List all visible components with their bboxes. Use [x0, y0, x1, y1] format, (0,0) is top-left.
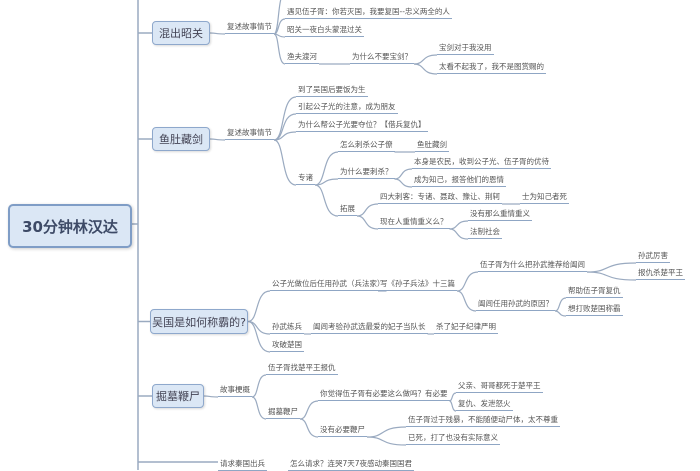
node[interactable]: 没有必要鞭尸: [318, 424, 367, 437]
connector: [273, 33, 286, 65]
node[interactable]: 太看不起我了，我不是图赏赐的: [437, 61, 546, 74]
branch-juemu-bianshi[interactable]: 掘墓鞭尸: [152, 384, 204, 408]
connector: [314, 184, 339, 217]
connector: [247, 290, 271, 323]
node[interactable]: 宝剑对于我没用: [437, 42, 494, 55]
connector: [554, 297, 567, 312]
node[interactable]: 伍子胥找楚平王报仇: [266, 362, 338, 375]
node[interactable]: 复述故事情节: [225, 127, 274, 140]
connector: [366, 426, 407, 438]
connector: [247, 320, 271, 335]
node[interactable]: 复述故事情节: [225, 21, 274, 34]
node[interactable]: 渔夫渡河: [285, 51, 319, 64]
node[interactable]: 鱼肚藏剑: [415, 139, 449, 152]
node[interactable]: 专诸: [296, 172, 315, 185]
node[interactable]: 报仇杀楚平王: [636, 267, 685, 280]
connector: [586, 262, 637, 273]
connector: [314, 178, 339, 186]
connector: [299, 400, 319, 420]
connector: [456, 290, 477, 312]
node[interactable]: 攻破楚国: [270, 339, 304, 352]
connector: [356, 203, 379, 217]
node[interactable]: 昭关一夜白头蒙混过关: [285, 24, 364, 37]
connector: [273, 18, 286, 35]
connector: [273, 96, 297, 141]
root-node[interactable]: 30分钟林汉达: [8, 204, 132, 248]
node[interactable]: 现在人重情重义么？: [378, 216, 450, 229]
connector: [273, 33, 286, 38]
connector: [251, 374, 267, 398]
connector: [314, 151, 339, 186]
connector: [273, 0, 282, 35]
node[interactable]: 法制社会: [468, 226, 502, 239]
connector: [356, 215, 379, 230]
connector: [413, 54, 438, 65]
connector: [366, 436, 407, 446]
node[interactable]: 为什么不要宝剑？: [350, 51, 414, 64]
node[interactable]: 阖闾考验孙武选最爱的妃子当队长: [311, 321, 428, 334]
node[interactable]: 怎么刺杀公子僚: [338, 139, 395, 152]
connector: [413, 63, 438, 75]
connector: [247, 320, 271, 353]
connector: [449, 220, 469, 230]
node[interactable]: 遇见伍子胥：你若灭国，我要复国--忠义两全的人: [285, 6, 452, 19]
node[interactable]: 拓展: [338, 203, 357, 216]
connector: [203, 395, 219, 398]
node[interactable]: 想打败楚国称霸: [566, 303, 623, 316]
connector: [273, 139, 297, 186]
branch-hunchu-zhaoguan[interactable]: 混出昭关: [152, 21, 210, 45]
connector: [273, 131, 297, 141]
branch-wuguo-chengba[interactable]: 吴国是如何称霸的?: [150, 309, 248, 334]
node[interactable]: 父亲、哥哥都死于楚平王: [456, 380, 543, 393]
connector: [251, 396, 267, 420]
connector: [299, 418, 319, 438]
node[interactable]: 为什么要刺杀？: [338, 166, 395, 179]
node[interactable]: 四大刺客：专诸、聂政、豫让、荆轲: [378, 191, 502, 204]
node[interactable]: 阖闾任用孙武的原因？: [476, 298, 555, 311]
node[interactable]: 孙武厉害: [636, 250, 670, 263]
node[interactable]: 你觉得伍子胥有必要这么做吗？有必要: [318, 388, 450, 401]
node[interactable]: 为什么帮公子光要夺位？【借兵复仇】: [296, 119, 428, 132]
node[interactable]: 伍子胥为什么把孙武推荐给阖闾: [478, 259, 587, 272]
node[interactable]: 成为知己，报答他们的恩情: [412, 174, 506, 187]
node[interactable]: 到了吴国后要饭为生: [296, 84, 368, 97]
node[interactable]: 杀了妃子纪律严明: [434, 321, 498, 334]
node[interactable]: 士为知己者死: [520, 191, 569, 204]
node[interactable]: 故事梗概: [218, 384, 252, 397]
branch-yudu-cangjian[interactable]: 鱼肚藏剑: [152, 127, 210, 151]
node[interactable]: 已死，打了也没有实际意义: [406, 432, 500, 445]
connector: [273, 113, 297, 141]
node[interactable]: 孙武练兵: [270, 321, 304, 334]
connector: [449, 228, 469, 240]
connector: [394, 168, 413, 180]
node[interactable]: 引起公子光的注意，成为朋友: [296, 101, 398, 114]
connector: [209, 138, 226, 141]
connector: [586, 271, 637, 281]
node[interactable]: 请求秦国出兵: [218, 458, 267, 471]
connector: [456, 271, 479, 292]
connector: [209, 32, 226, 35]
node[interactable]: 帮助伍子胥复仇: [566, 285, 623, 298]
node[interactable]: 本身是农民，收到公子光、伍子胥的优待: [412, 156, 551, 169]
node[interactable]: 没有那么重情重义: [468, 208, 532, 221]
connector: [394, 178, 413, 188]
node[interactable]: 写《孙子兵法》十三篇: [378, 278, 457, 291]
node[interactable]: 伍子胥过于残暴，不能随便动尸体，太不尊重: [406, 414, 560, 427]
node[interactable]: 掘墓鞭尸: [266, 406, 300, 419]
connector: [554, 310, 567, 317]
node[interactable]: 怎么请求？连哭7天7夜感动秦国国君: [288, 458, 415, 471]
node[interactable]: 公子光做位后任用孙武（兵法家）: [270, 278, 387, 291]
node[interactable]: 复仇、发泄怒火: [456, 398, 513, 411]
